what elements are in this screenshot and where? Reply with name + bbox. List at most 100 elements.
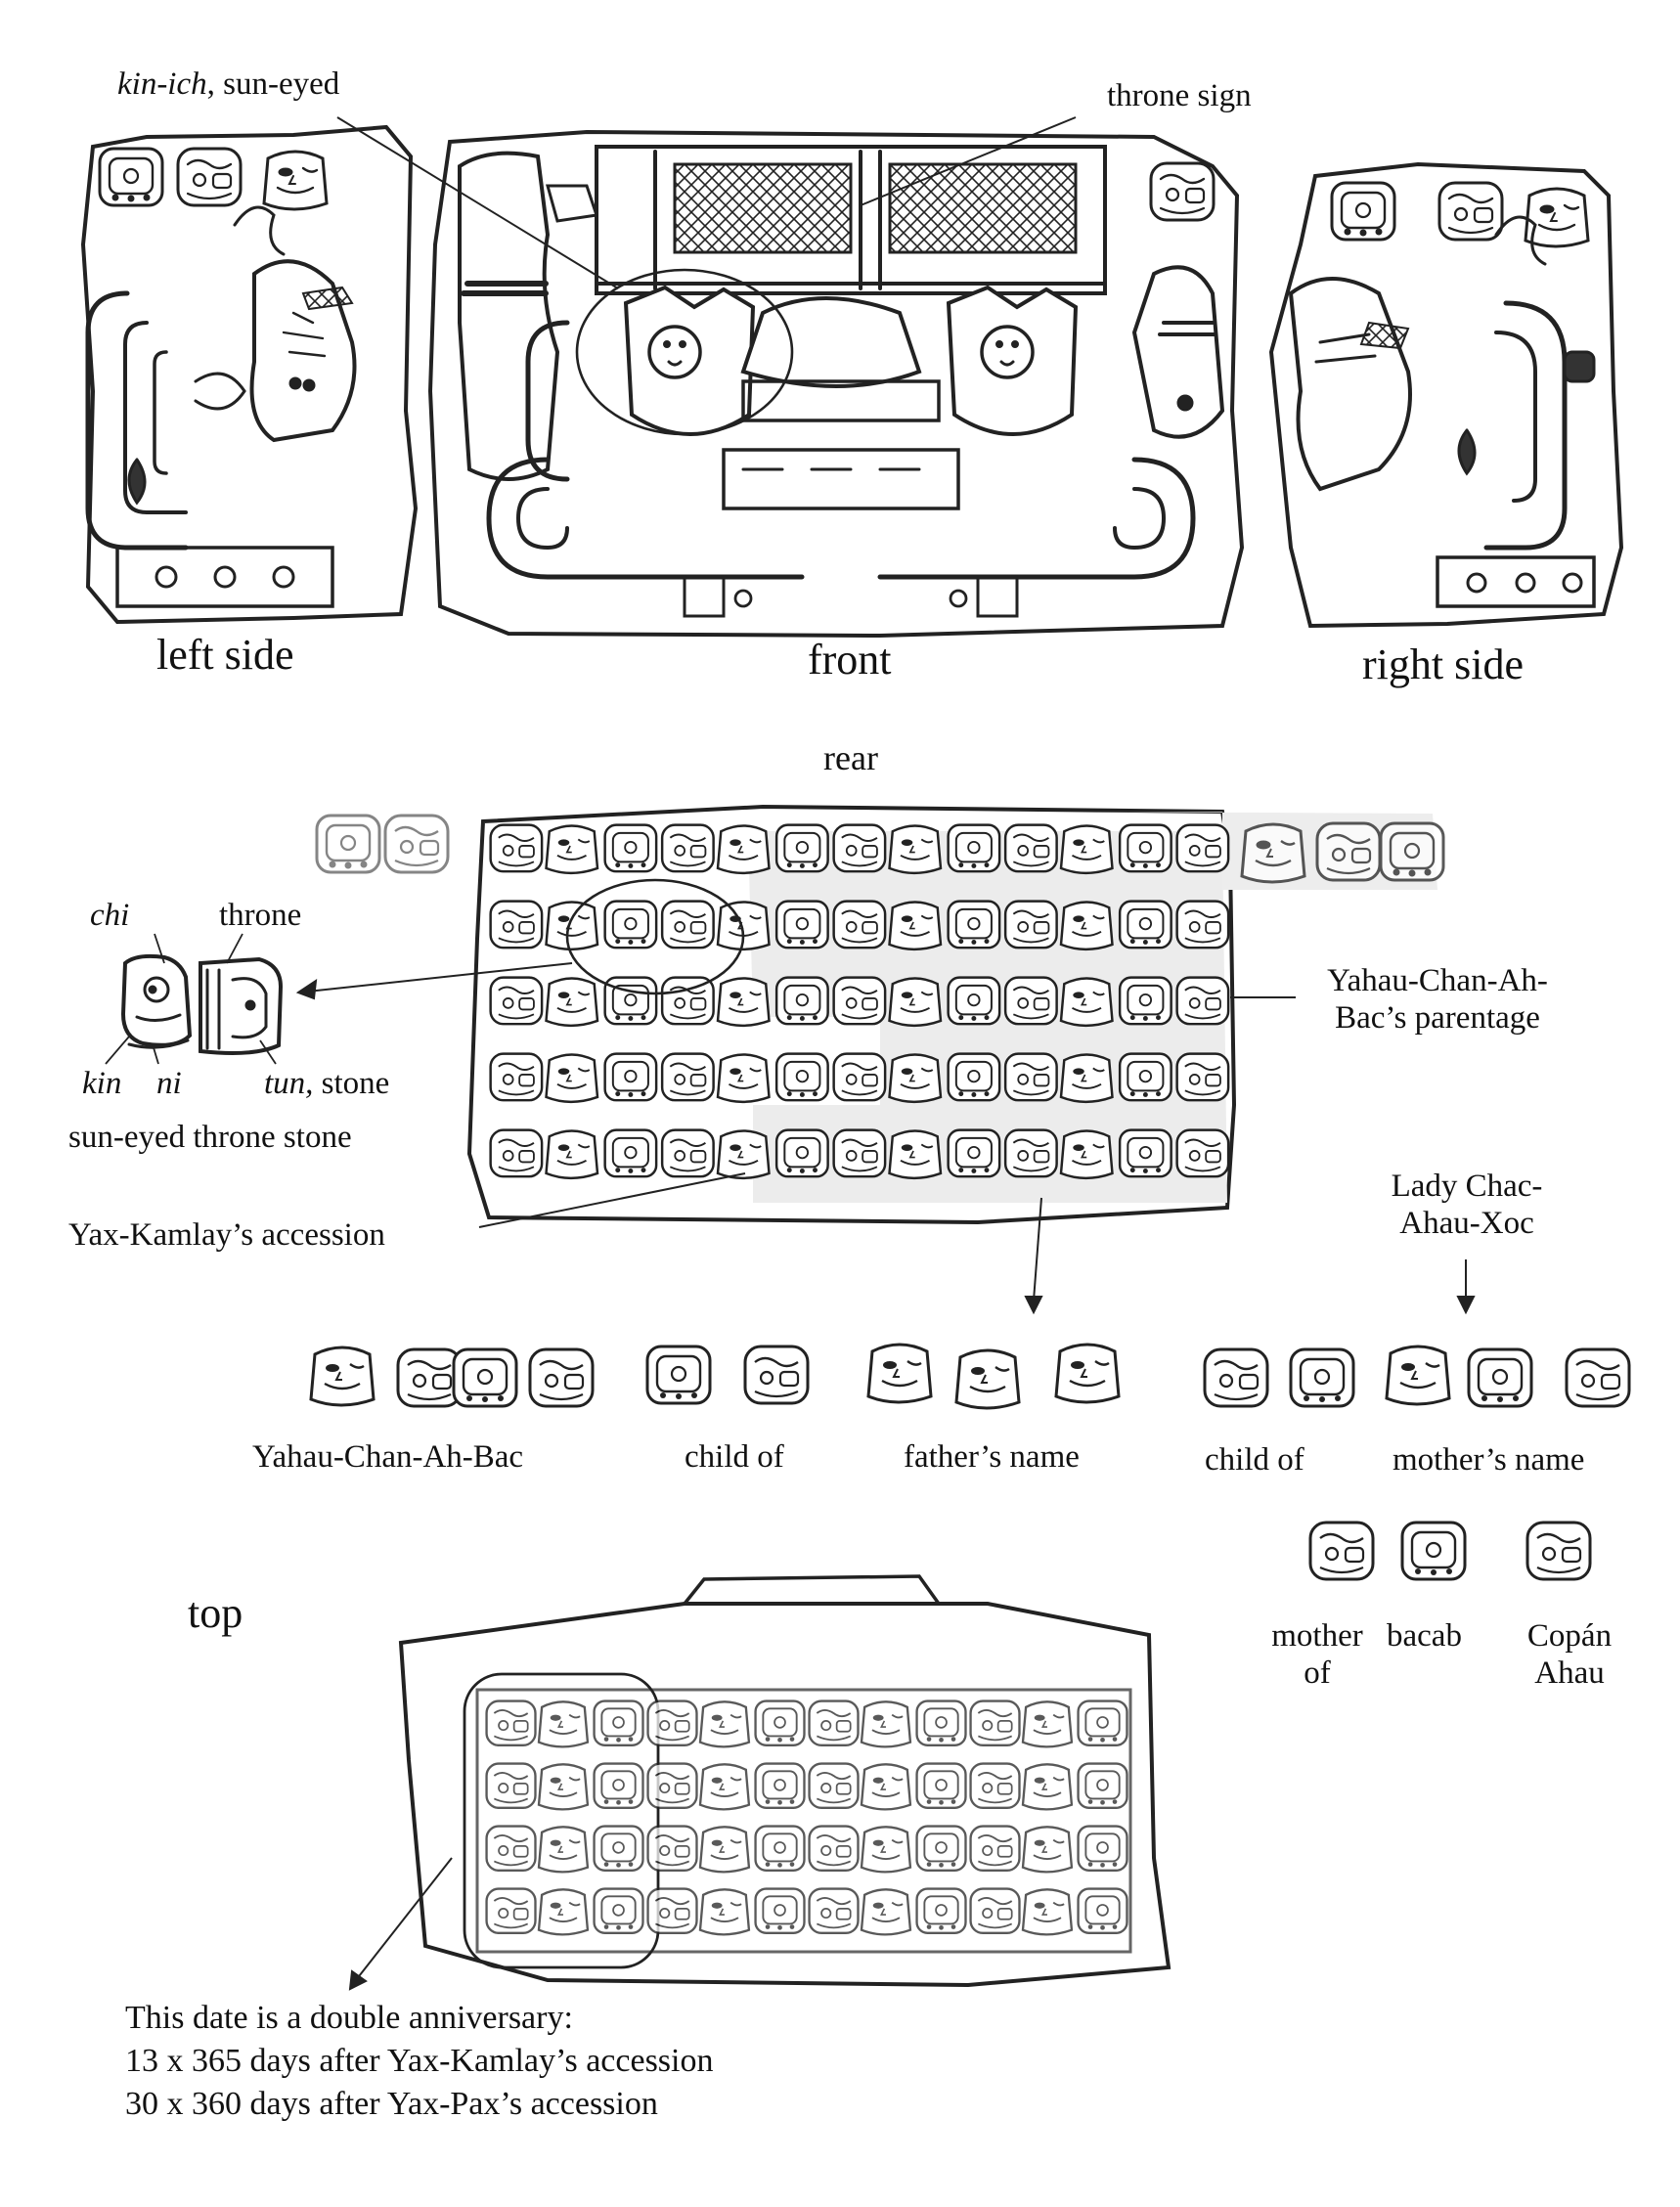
double-anniversary-note: This date is a double anniversary: 13 x … — [125, 1997, 713, 2126]
top-glyph — [754, 1825, 806, 1872]
left-side-panel — [80, 124, 419, 625]
lady-chac-label: Lady Chac- Ahau-Xoc — [1364, 1169, 1569, 1243]
top-glyph — [754, 1887, 806, 1934]
bacab-label: bacab — [1387, 1618, 1462, 1654]
stone-word: stone — [321, 1066, 390, 1101]
top-glyph — [969, 1762, 1021, 1809]
kin-ich-rest: , sun-eyed — [206, 66, 340, 102]
rear-glyph — [716, 1053, 771, 1104]
rear-glyph — [1059, 901, 1114, 951]
top-glyph — [860, 1700, 912, 1748]
kin-ich-label: kin-ich, sun-eyed — [117, 66, 339, 104]
right-side-label: right side — [1362, 640, 1524, 688]
rear-glyph — [660, 823, 715, 873]
rear-glyph — [947, 823, 1001, 873]
note-line-3: 30 x 360 days after Yax-Pax’s accession — [125, 2086, 658, 2122]
throne-sign-leader-line — [860, 116, 1077, 206]
top-glyph — [969, 1699, 1021, 1746]
rear-glyph — [603, 823, 658, 873]
rear-glyph — [774, 900, 829, 949]
top-glyph — [646, 1825, 698, 1872]
rear-glyph — [774, 823, 829, 873]
top-glyph — [485, 1825, 537, 1872]
rear-glyph — [947, 976, 1001, 1026]
rear-glyph — [1059, 977, 1114, 1028]
rear-glyph — [603, 1128, 658, 1178]
rear-glyph — [888, 824, 943, 875]
rear-glyph — [716, 1129, 771, 1180]
note-leader — [348, 1857, 453, 1991]
top-glyph — [485, 1699, 537, 1746]
rear-glyph — [489, 1052, 544, 1102]
rear-glyph — [832, 976, 887, 1026]
rear-glyph — [545, 1129, 599, 1180]
rear-glyph — [832, 900, 887, 949]
top-glyph — [969, 1887, 1021, 1934]
lady-line-1: Lady Chac- — [1391, 1169, 1543, 1204]
rear-glyph — [716, 977, 771, 1028]
sun-eyed-throne-stone-label: sun-eyed throne stone — [68, 1120, 352, 1155]
top-glyph — [698, 1700, 751, 1748]
rear-glyph — [832, 823, 887, 873]
top-glyph — [1021, 1888, 1074, 1936]
kin-label: kin — [82, 1066, 122, 1101]
top-glyph — [808, 1762, 860, 1809]
tun-italic: tun, — [264, 1066, 314, 1101]
top-glyph — [969, 1825, 1021, 1872]
sun-eye-cartouche-right — [946, 285, 1079, 436]
top-glyph — [537, 1888, 590, 1936]
rear-glyph — [545, 977, 599, 1028]
rear-glyph — [1003, 1052, 1058, 1102]
chi-label: chi — [90, 898, 130, 933]
rear-glyph — [489, 823, 544, 873]
right-side-panel — [1268, 161, 1624, 629]
top-glyph — [593, 1825, 644, 1872]
top-glyph — [860, 1888, 912, 1936]
rear-glyph — [1175, 976, 1230, 1026]
rear-glyph — [603, 976, 658, 1026]
rear-glyph — [545, 901, 599, 951]
top-glyph — [754, 1762, 806, 1809]
kin-ich-leader-line — [336, 116, 619, 289]
top-glyph — [593, 1699, 644, 1746]
top-glyph — [537, 1763, 590, 1811]
note-line-2: 13 x 365 days after Yax-Kamlay’s accessi… — [125, 2043, 714, 2079]
rear-glyph — [774, 1128, 829, 1178]
rear-glyph — [947, 1128, 1001, 1178]
throne-sign-label: throne sign — [1107, 78, 1252, 113]
rear-glyph — [603, 900, 658, 949]
lady-line-2: Ahau-Xoc — [1399, 1205, 1534, 1241]
rear-glyph — [832, 1052, 887, 1102]
sun-eyed-throne-stone-glyphs — [120, 953, 284, 1055]
rear-glyph — [1175, 1052, 1230, 1102]
top-glyph — [915, 1825, 967, 1872]
mother-of-line-2: of — [1304, 1655, 1331, 1691]
rear-glyph — [1003, 823, 1058, 873]
rear-glyph — [1118, 976, 1172, 1026]
note-line-1: This date is a double anniversary: — [125, 2000, 573, 2036]
rear-glyph — [888, 977, 943, 1028]
rear-glyph — [1118, 1128, 1172, 1178]
parentage-line-1: Yahau-Chan-Ah- — [1327, 963, 1548, 998]
top-label: top — [188, 1589, 243, 1637]
top-glyph — [1021, 1763, 1074, 1811]
rear-glyph — [888, 1053, 943, 1104]
rear-glyph — [774, 976, 829, 1026]
top-glyph — [593, 1762, 644, 1809]
top-date-callout-box — [463, 1672, 660, 1969]
top-glyph — [646, 1699, 698, 1746]
rear-glyph — [1059, 1053, 1114, 1104]
rear-throne-callout-circle — [565, 878, 745, 995]
rear-glyph — [1118, 823, 1172, 873]
yax-kamlay-accession-label: Yax-Kamlay’s accession — [68, 1217, 385, 1253]
rear-glyph — [545, 824, 599, 875]
top-glyph — [698, 1888, 751, 1936]
rear-glyph — [660, 900, 715, 949]
rear-glyph — [1003, 1128, 1058, 1178]
top-glyph — [1077, 1762, 1128, 1809]
top-glyph — [593, 1887, 644, 1934]
top-glyph — [537, 1826, 590, 1874]
rear-glyph — [660, 1128, 715, 1178]
top-glyph — [698, 1826, 751, 1874]
